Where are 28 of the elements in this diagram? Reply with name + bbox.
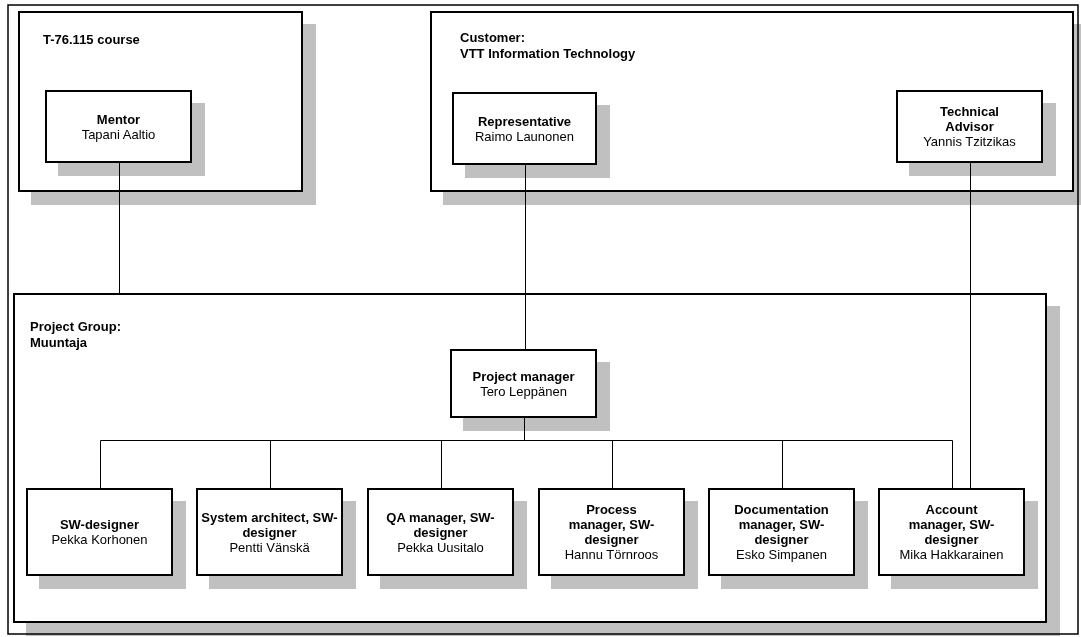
person-name: Yannis Tzitzikas [923, 134, 1016, 149]
role-title: Mentor [96, 111, 141, 127]
person-name: Esko Simpanen [735, 547, 828, 562]
role-title: Documentation manager, SW-designer [733, 502, 830, 547]
person-name: Tapani Aaltio [81, 126, 156, 142]
role-title: Representative [477, 113, 572, 129]
person-name: Raimo Launonen [475, 128, 574, 144]
person-name: Mika Hakkarainen [899, 547, 1004, 562]
person-name: Pentti Vänskä [229, 539, 310, 555]
role-title: Account manager, SW-designer [907, 502, 996, 547]
role-title: SW-designer [59, 517, 140, 532]
role-title: Technical Advisor [939, 104, 1000, 134]
group-title: T-76.115 course [43, 32, 140, 48]
person-name: Pekka Korhonen [51, 532, 148, 547]
person-name: Tero Leppänen [480, 383, 567, 399]
role-title: QA manager, SW-designer [385, 509, 496, 540]
person-name: Hannu Törnroos [564, 547, 659, 562]
group-title: Customer: [460, 30, 526, 46]
connector-line [525, 164, 526, 350]
group-title: Muuntaja [30, 335, 89, 351]
group-title: VTT Information Technology [460, 46, 636, 62]
connector-line [119, 162, 120, 294]
group-title: Project Group: [30, 319, 121, 335]
role-title: System architect, SW-designer [200, 509, 339, 540]
person-name: Pekka Uusitalo [397, 539, 484, 555]
connector-line [970, 162, 971, 489]
role-title: Project manager [472, 368, 575, 384]
role-title: Process manager, SW-designer [567, 502, 656, 547]
